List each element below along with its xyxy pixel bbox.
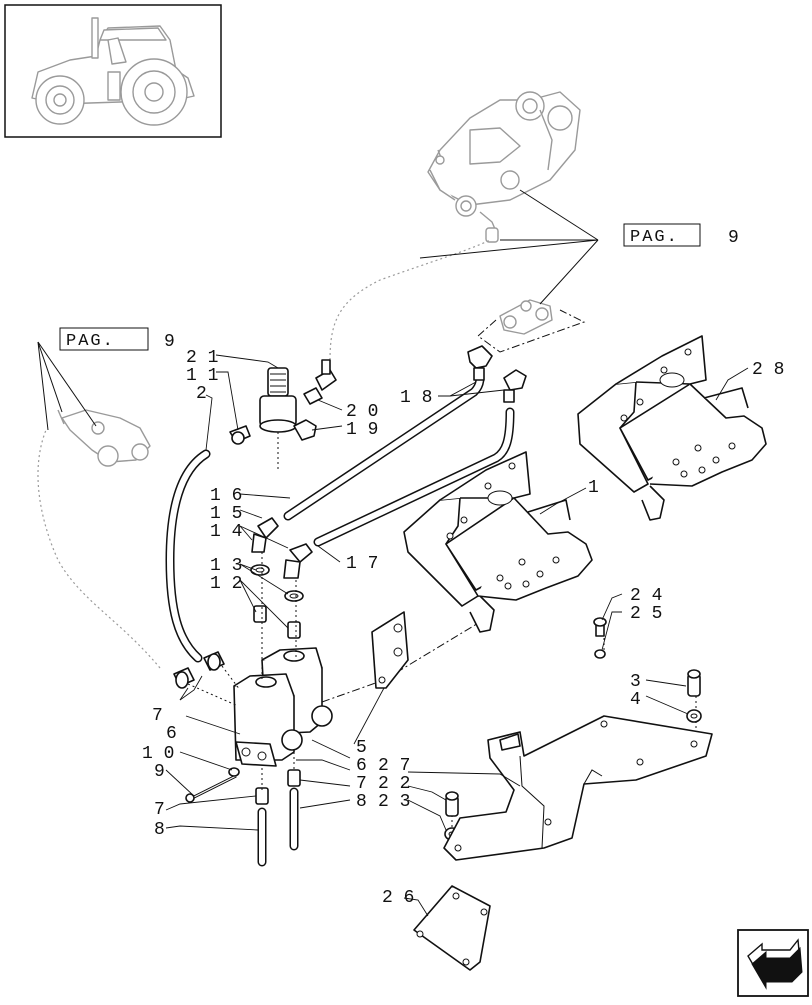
- page-ref-leaders: [37, 189, 599, 431]
- bolt-24[interactable]: [593, 617, 607, 637]
- bolt-9[interactable]: [185, 774, 237, 803]
- callout-9: 9: [154, 762, 165, 782]
- callout-3: 3: [630, 672, 641, 692]
- callout-21: 2 1: [186, 348, 218, 368]
- cap-19[interactable]: [293, 419, 317, 441]
- reference-tee-fitting-right: [499, 299, 553, 335]
- elbow-fitting-18a[interactable]: [467, 345, 493, 381]
- adapter-20[interactable]: [303, 359, 337, 405]
- fitting-7a[interactable]: [173, 667, 195, 689]
- callout-24: 2 4: [630, 586, 662, 606]
- washer-25[interactable]: [594, 649, 606, 659]
- callout-15: 1 5: [210, 504, 242, 524]
- callout-8-lower: 8: [154, 820, 165, 840]
- callout-7-right: 7: [356, 774, 367, 794]
- hose-17[interactable]: [313, 407, 515, 547]
- connection-centerline-18: [477, 309, 586, 353]
- page-ref-left-prefix: PAG.: [66, 332, 115, 351]
- hose-2[interactable]: [165, 449, 211, 663]
- callout-16: 1 6: [210, 486, 242, 506]
- page-ref-left-number: 9: [164, 332, 175, 352]
- callout-4: 4: [630, 690, 641, 710]
- callout-18: 1 8: [400, 388, 432, 408]
- pressure-valve-21[interactable]: [259, 367, 297, 433]
- leader-lines: [165, 354, 749, 917]
- bolt-3[interactable]: [687, 669, 701, 697]
- support-frame-28[interactable]: [577, 335, 767, 521]
- callout-23: 2 3: [378, 792, 410, 812]
- callout-12: 1 2: [210, 574, 242, 594]
- seal-washer-13a[interactable]: [250, 564, 270, 576]
- elbow-fitting-14[interactable]: [283, 543, 313, 579]
- callout-27: 2 7: [378, 756, 410, 776]
- callout-22: 2 2: [378, 774, 410, 794]
- fitting-7b[interactable]: [203, 651, 225, 671]
- reference-valve-assembly: [37, 91, 581, 669]
- callout-10: 1 0: [142, 744, 174, 764]
- mounting-plate-27[interactable]: [443, 715, 713, 861]
- callout-7-upper: 7: [152, 706, 163, 726]
- washer-4[interactable]: [686, 709, 702, 723]
- bolt-22[interactable]: [445, 791, 459, 817]
- next-page-arrow-icon[interactable]: [737, 929, 809, 997]
- support-frame-1[interactable]: [403, 451, 593, 633]
- callout-20: 2 0: [346, 402, 378, 422]
- callout-1: 1: [588, 478, 599, 498]
- page-ref-right-number: 9: [728, 228, 739, 248]
- callout-8-right: 8: [356, 792, 367, 812]
- callout-2: 2: [196, 384, 207, 404]
- adapter-12a[interactable]: [253, 605, 267, 623]
- callout-6-lower: 6: [356, 756, 367, 776]
- page-ref-right[interactable]: PAG. 9: [623, 223, 739, 248]
- callout-25: 2 5: [630, 604, 662, 624]
- callout-17: 1 7: [346, 554, 378, 574]
- callout-7-lower: 7: [154, 800, 165, 820]
- bracket-5[interactable]: [371, 611, 409, 689]
- plate-26[interactable]: [413, 885, 491, 971]
- callout-labels: 2 1 1 1 2 1 8 2 0 1 9 1 6 1 5 1 4 1 3 1 …: [142, 348, 784, 908]
- seal-washer-13b[interactable]: [284, 590, 304, 602]
- valve-body-6[interactable]: [233, 647, 333, 767]
- tractor-thumbnail[interactable]: [4, 4, 222, 138]
- reference-hose-left: [37, 429, 161, 669]
- callout-6-upper: 6: [166, 724, 177, 744]
- elbow-fitting-18b[interactable]: [503, 369, 527, 403]
- elbow-fitting-15[interactable]: [251, 517, 279, 553]
- callout-5: 5: [356, 738, 367, 758]
- reference-hose-top: [329, 239, 491, 361]
- callout-13: 1 3: [210, 556, 242, 576]
- callout-19: 1 9: [346, 420, 378, 440]
- reference-tee-fitting-left: [57, 409, 151, 467]
- callout-11: 1 1: [186, 366, 218, 386]
- fitting-7d[interactable]: [287, 769, 301, 787]
- callout-28: 2 8: [752, 360, 784, 380]
- fitting-7c[interactable]: [255, 787, 269, 805]
- fitting-11[interactable]: [229, 425, 251, 445]
- page-ref-left[interactable]: PAG. 9: [59, 327, 175, 352]
- callout-26: 2 6: [382, 888, 414, 908]
- adapter-12b[interactable]: [287, 621, 301, 639]
- page-ref-right-prefix: PAG.: [630, 228, 679, 247]
- callout-14: 1 4: [210, 522, 242, 542]
